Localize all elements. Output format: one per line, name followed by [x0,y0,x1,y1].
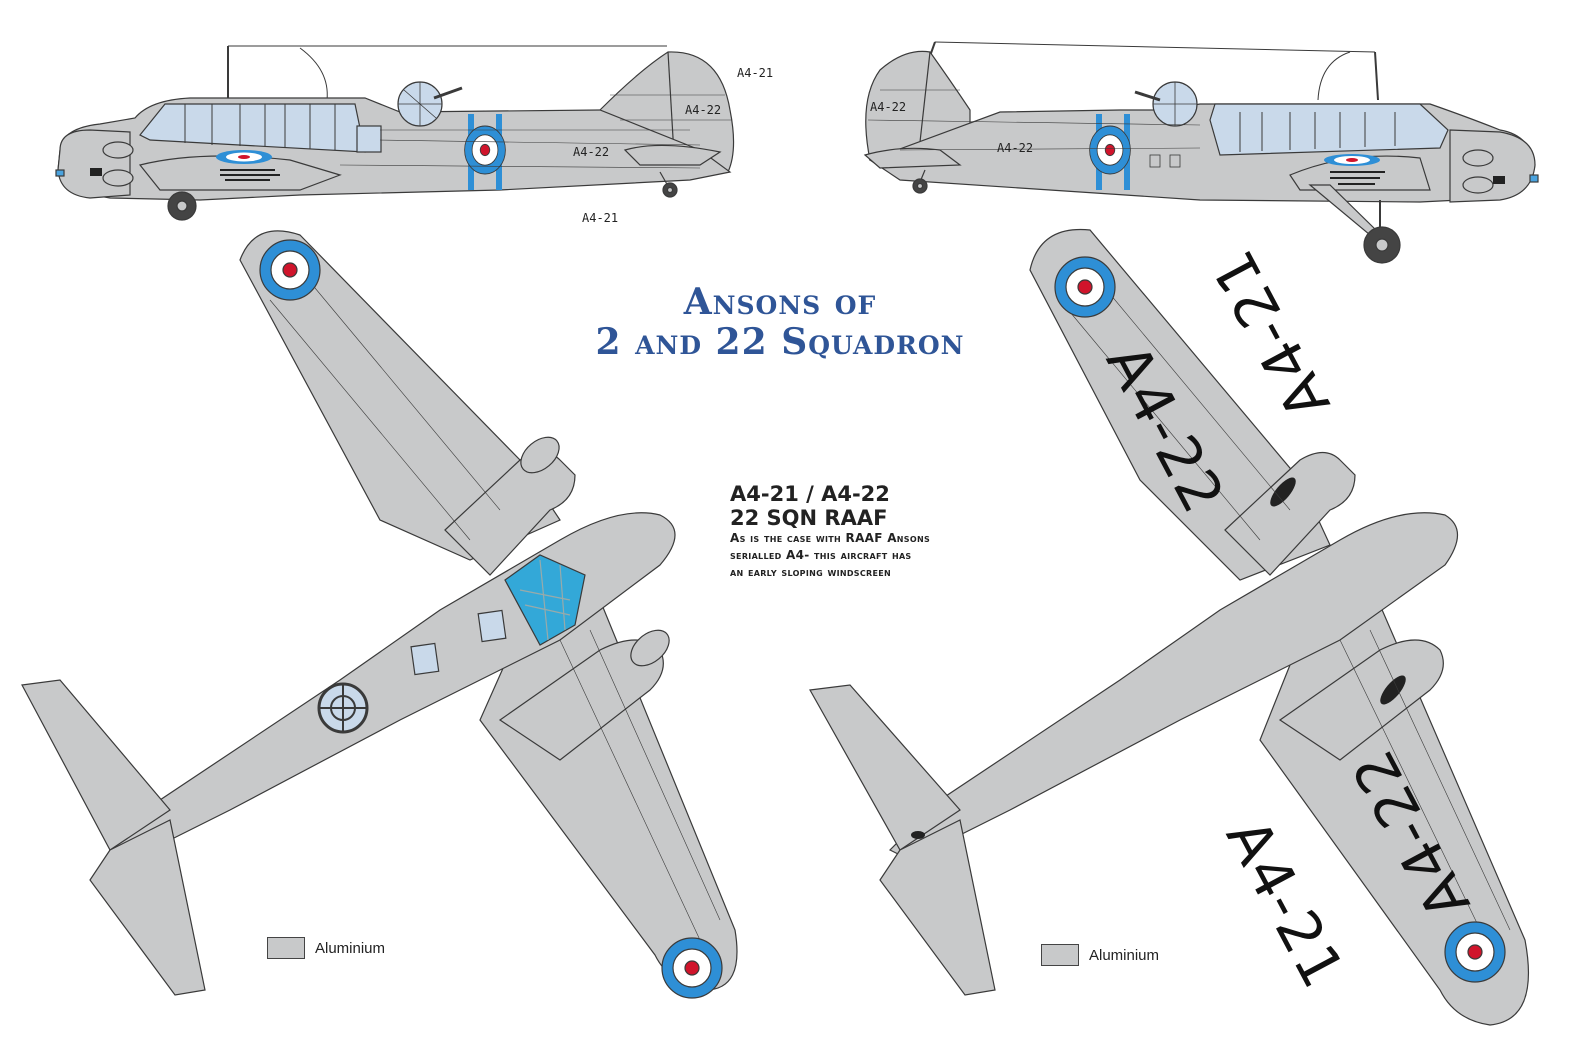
starboard-fuselage-serial: A4-22 [997,141,1034,155]
aluminium-swatch [1041,944,1079,966]
aluminium-swatch [267,937,305,959]
port-label-above-fin: A4-21 [737,66,774,80]
port-fuselage-serial: A4-22 [573,145,610,159]
port-fin-serial: A4-22 [685,103,722,117]
info-note-line-2: serialled A4- this aircraft has [730,548,912,562]
legend-label: Aluminium [315,939,386,957]
legend-under: Aluminium [1041,944,1159,966]
page-title: Ansons of 2 and 22 Squadron [520,282,1040,362]
info-unit: 22 SQN RAAF [730,506,888,530]
info-note-line-3: an early sloping windscreen [730,565,892,579]
legend-label: Aluminium [1089,946,1160,964]
port-side-view [55,45,735,221]
info-note-line-1: As is the case with RAAF Ansons [730,531,931,545]
upper-surface-view [21,230,738,999]
starboard-fin-serial: A4-22 [870,100,907,114]
info-serials: A4-21 / A4-22 [730,482,890,506]
aircraft-info: A4-21 / A4-22 22 SQN RAAF As is the case… [730,482,930,581]
title-line-1: Ansons of [683,281,877,323]
legend-upper: Aluminium [267,937,385,959]
starboard-side-view [863,41,1539,264]
port-label-below: A4-21 [582,211,619,225]
title-line-2: 2 and 22 Squadron [595,321,965,363]
under-surface-view [809,228,1529,1026]
